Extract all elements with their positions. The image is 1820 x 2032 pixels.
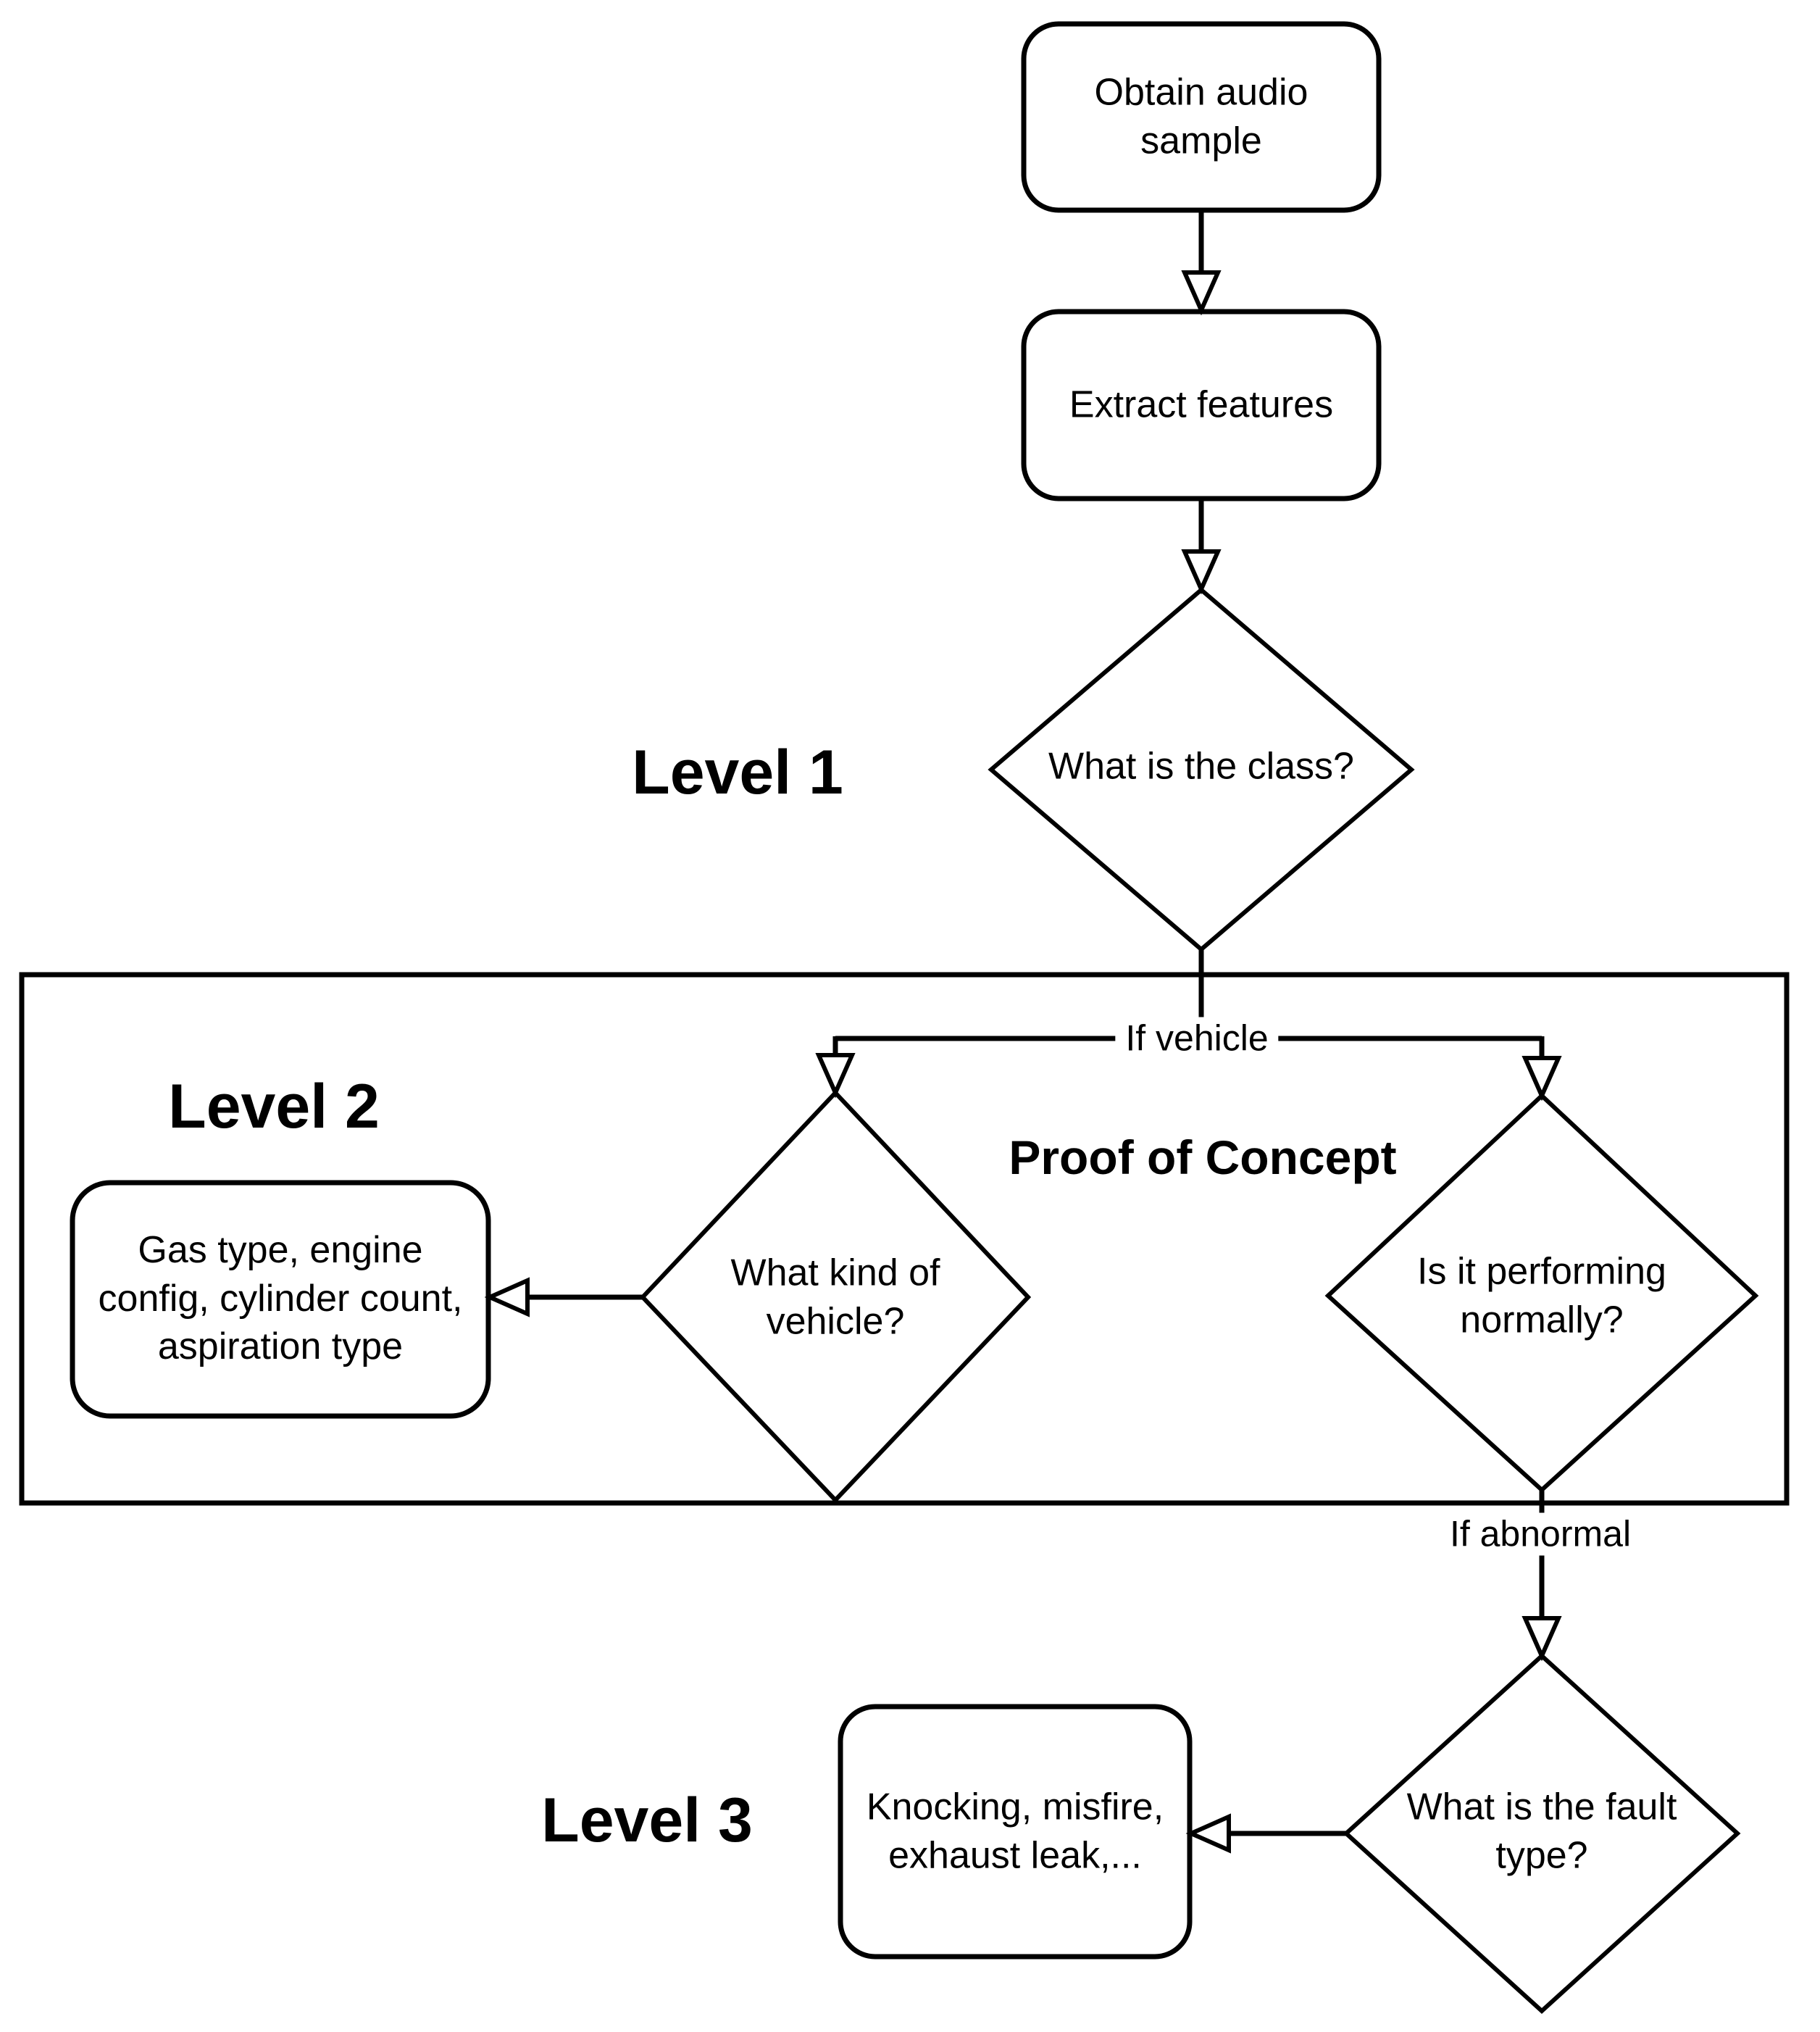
obtain-audio-node-label: Obtain audio sample [1094, 71, 1308, 162]
if-vehicle-edge-label: If vehicle [1115, 1017, 1279, 1060]
obtain-audio-node-box [1021, 21, 1382, 213]
extract-features-node-label: Extract features [1069, 383, 1334, 426]
level-2-label: Level 2 [168, 1071, 380, 1141]
fault-examples-node-box [838, 1704, 1193, 1960]
fault-type-decision-diamond [1343, 1652, 1741, 2015]
arrowhead-obtain-to-extract [1181, 270, 1222, 316]
level-2-group-box [19, 972, 1790, 1506]
proof-of-concept-label: Proof of Concept [1009, 1130, 1397, 1184]
fault-type-decision-label: What is the fault type? [1406, 1786, 1677, 1876]
arrowhead-branch-to-performing [1521, 1056, 1562, 1102]
class-decision-label: What is the class? [1048, 745, 1354, 788]
vehicle-attributes-node-label: Gas type, engine config, cylinder count,… [98, 1229, 463, 1368]
performing-decision-label: Is it performing normally? [1417, 1250, 1666, 1341]
performing-decision-diamond [1324, 1092, 1759, 1494]
fault-examples-node-label: Knocking, misfire, exhaust leak,... [866, 1786, 1164, 1876]
arrowhead-branch-to-vehicle-kind [815, 1053, 856, 1099]
vehicle-kind-decision-diamond [639, 1089, 1032, 1504]
if-abnormal-edge-label: If abnormal [1439, 1512, 1642, 1556]
vehicle-kind-decision-label: What kind of vehicle? [730, 1252, 940, 1342]
level-3-label: Level 3 [541, 1785, 753, 1855]
level-1-label: Level 1 [632, 737, 843, 807]
arrowhead-performing-to-fault [1521, 1616, 1562, 1662]
arrowhead-vehicle-kind-to-attributes [484, 1277, 530, 1317]
arrowhead-fault-to-examples [1185, 1813, 1231, 1854]
arrowhead-extract-to-class [1181, 549, 1222, 595]
vehicle-attributes-node-box [70, 1180, 491, 1419]
class-decision-diamond [988, 587, 1415, 952]
